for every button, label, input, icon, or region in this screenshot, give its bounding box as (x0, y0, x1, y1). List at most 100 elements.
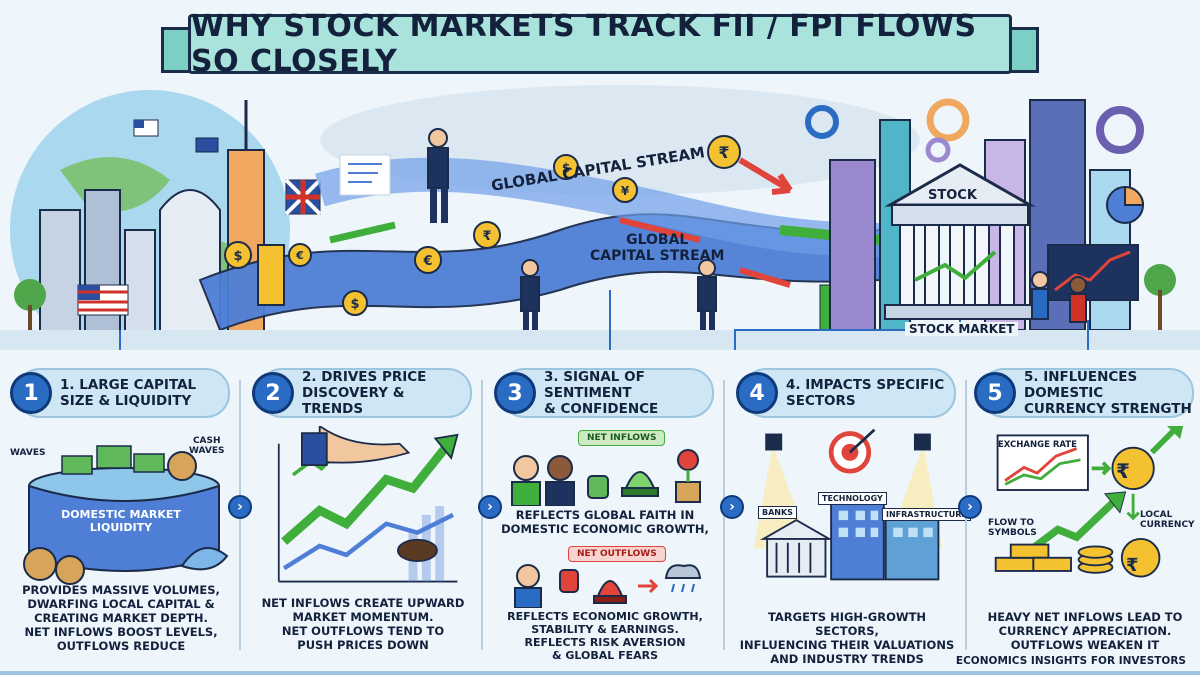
panel-1-pool-label-line1: Domestic Market (61, 508, 181, 521)
panel-4-title-line1: 4. Impacts Specific (786, 377, 945, 393)
panel-2-title-line1: 2. Drives Price (302, 369, 427, 385)
red-arrow-3 (739, 267, 791, 288)
panel-1-art (23, 445, 229, 585)
panel-5-desc-line2: currency appreciation. (998, 624, 1172, 638)
stock-sign: Stock (928, 188, 977, 203)
bank-columns (775, 542, 812, 573)
panel-4: 4 4. Impacts Specific Sectors (730, 368, 971, 666)
next-arrow-2: › (478, 495, 502, 519)
panel-4-desc-line1: Targets high-growth sectors, (767, 610, 927, 638)
coin-yen-1: ¥ (621, 184, 630, 198)
title-banner: Why Stock Markets Track FII / FPI Flows … (161, 9, 1039, 79)
tree-right (1144, 264, 1176, 296)
next-arrow-1: › (228, 495, 252, 519)
building-windows (838, 510, 933, 538)
flag-eu (195, 137, 219, 153)
panel-2-number: 2 (252, 372, 294, 414)
panel-1-label-cash-waves-line2: Waves (189, 446, 225, 456)
rupee-symbol-bottom: ₹ (1126, 555, 1139, 576)
panel-1-number: 1 (10, 372, 52, 414)
panel-1-title-line2: Size & Liquidity (60, 393, 192, 409)
green-arrow-small (329, 221, 396, 244)
panel-3-number: 3 (494, 372, 536, 414)
rupee-coin-bottom (1120, 538, 1161, 578)
gear-icon-purple (925, 137, 951, 163)
gear-icon-blue (805, 105, 839, 139)
coin-stack-left (257, 244, 285, 306)
ground-strip (0, 330, 1200, 350)
panel-1-description: Provides massive volumes, dwarfing local… (10, 583, 232, 653)
capitol-building (159, 189, 221, 350)
panel-3: 3 3. Signal of Sentiment & Confidence Ne… (488, 368, 720, 662)
panel-3-title-line2: & Confidence (544, 401, 659, 417)
exchange-rate-line-green (1004, 458, 1081, 486)
local-currency-label: Local Currency (1140, 510, 1195, 530)
hero-illustration: $ € $ € ₹ $ ¥ ₹ (0, 80, 1200, 350)
wave-icon (180, 547, 229, 571)
rupee-coin-large (1111, 446, 1155, 490)
person-happy-1 (513, 455, 539, 481)
panel-5-title-line2: Currency Strength (1024, 401, 1192, 417)
gold-bars-icon (994, 543, 1072, 572)
panel-4-desc-line3: and industry trends (770, 652, 924, 666)
panel-2-title: 2. Drives Price Discovery & Trends (294, 369, 470, 417)
flow-label-line2: Symbols (988, 528, 1037, 538)
person-happy-1-body (511, 481, 541, 506)
stream-label-mid-line1: Global (626, 232, 689, 248)
coin-stack-icon (1077, 545, 1114, 574)
green-light-base (621, 487, 659, 497)
money-bag-icon-2 (55, 555, 85, 585)
uptrend-arrowhead (433, 433, 459, 460)
panel-3-header: 3 3. Signal of Sentiment & Confidence (494, 368, 714, 418)
net-inflows-badge: Net Inflows (578, 430, 666, 446)
coin-dollar-2: $ (350, 297, 359, 312)
sector-label-infrastructure: Infrastructure (882, 508, 971, 521)
appreciation-arrowhead (1167, 426, 1184, 440)
panel-1-title: 1. Large Capital Size & Liquidity (52, 377, 196, 409)
info-card (339, 154, 391, 196)
panel-5-desc-line1: Heavy net inflows lead to (987, 610, 1183, 624)
coin-dollar-1: $ (233, 249, 242, 264)
panel-2-title-line2: Discovery & Trends (302, 385, 405, 417)
growth-arrowhead (1103, 491, 1127, 514)
chart-board-line (1054, 250, 1131, 292)
bottom-bar (0, 671, 1200, 675)
panel-5-title: 5. Influences Domestic Currency Strength (1016, 369, 1192, 417)
rain-cloud-icon (664, 564, 702, 579)
panel-5-header: 5 5. Influences Domestic Currency Streng… (974, 368, 1194, 418)
panel-3-desc-line3: Reflects risk aversion (524, 636, 686, 649)
investor-figure-right (697, 259, 717, 341)
person-happy-2-body (545, 481, 575, 506)
footer-credit: Economics Insights for Investors (955, 655, 1186, 667)
tree-left-trunk (28, 305, 32, 335)
coins-group (224, 135, 741, 316)
sector-label-banks: Banks (758, 506, 797, 519)
panel-3-title: 3. Signal of Sentiment & Confidence (536, 369, 712, 417)
panel-5-description: Heavy net inflows lead to currency appre… (974, 610, 1196, 652)
money-bag-icon-1 (23, 547, 57, 581)
panel-1-label-cash-waves: Cash Waves (189, 436, 224, 456)
panel-3-description-mid: Reflects global faith in domestic econom… (494, 508, 716, 536)
stock-building-frieze (891, 204, 1029, 226)
tech-building (830, 495, 885, 581)
mini-bar-1 (819, 284, 831, 331)
red-alarm-icon (596, 580, 624, 597)
gear-icon-orange (926, 98, 970, 142)
next-arrow-4: › (958, 495, 982, 519)
local-currency-label-line2: Currency (1140, 520, 1195, 530)
panel-3-inflow-art (511, 449, 701, 506)
panel-3-outflow-art (514, 564, 702, 608)
panel-3-title-line1: 3. Signal of Sentiment (544, 369, 645, 401)
coin-rupee-2: ₹ (718, 143, 729, 162)
flag-usa-stripes (78, 290, 128, 312)
panel-1-pool-label: Domestic Market Liquidity (56, 508, 186, 534)
panel-2-desc-line1: Net inflows create upward (261, 596, 465, 610)
panel-3-desc-line2: stability & earnings. (531, 623, 679, 636)
panel-1-desc-line1: Provides massive volumes, (22, 583, 220, 597)
growth-arrow (1017, 498, 1117, 561)
investor-figure-top (427, 128, 449, 223)
panel-1-label-waves: Waves (10, 448, 46, 458)
analyst-figure-2 (1069, 276, 1087, 323)
exchange-rate-label: Exchange Rate (998, 440, 1077, 450)
next-arrow-3: › (720, 495, 744, 519)
